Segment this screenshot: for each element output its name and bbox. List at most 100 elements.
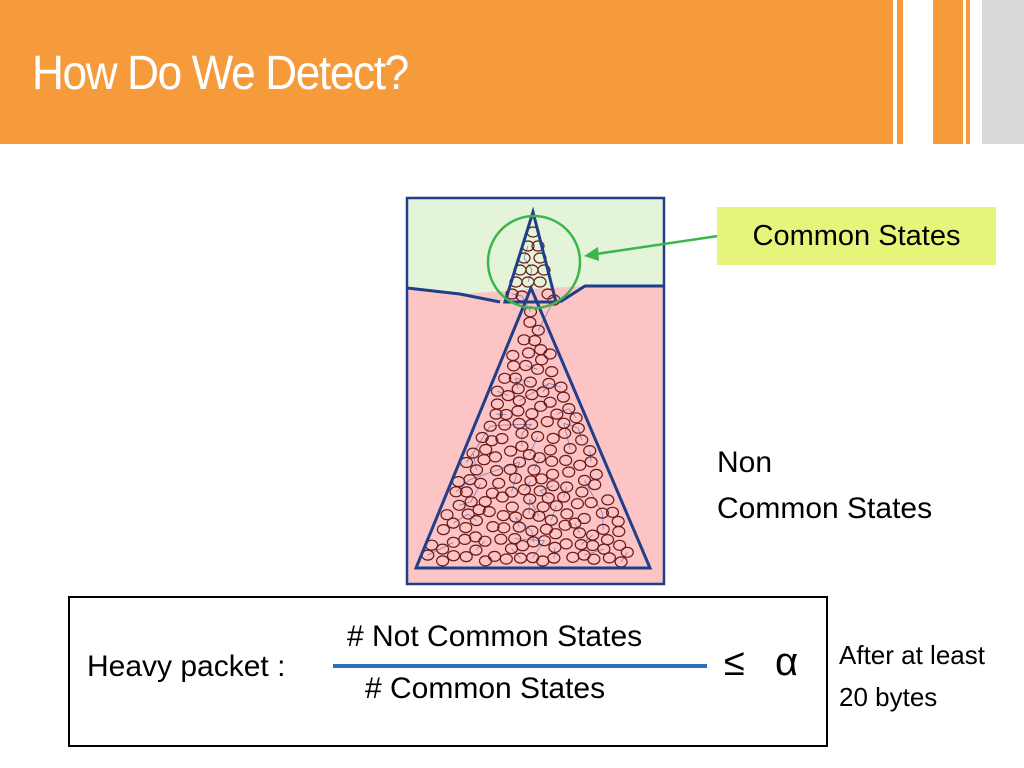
state-node <box>526 551 540 564</box>
decor-stripe <box>966 0 970 144</box>
tree-edge <box>556 408 569 415</box>
state-node <box>532 452 547 464</box>
tree-edge <box>533 457 540 471</box>
state-node <box>588 479 602 491</box>
state-node <box>515 440 529 452</box>
state-node <box>501 390 515 402</box>
heavy-packet-formula: Heavy packet : # Not Common States # Com… <box>68 596 828 747</box>
tree-edge <box>584 480 603 514</box>
tree-edge <box>521 424 532 434</box>
state-node <box>531 324 545 336</box>
tree-edge <box>511 293 523 297</box>
state-node <box>508 532 522 545</box>
state-node <box>584 456 598 468</box>
tree-edge <box>523 257 533 271</box>
state-node <box>446 517 460 529</box>
state-node <box>572 527 587 539</box>
state-node <box>558 427 572 439</box>
state-node <box>530 430 545 443</box>
state-node <box>557 491 571 503</box>
state-node <box>559 454 573 466</box>
state-node <box>540 416 554 428</box>
state-node <box>548 528 563 540</box>
state-node <box>620 546 634 558</box>
tree-edge <box>455 479 471 493</box>
common-states-highlight <box>486 214 582 310</box>
state-node <box>562 403 576 415</box>
state-node <box>485 435 499 447</box>
state-node <box>511 383 525 395</box>
state-node <box>533 276 547 288</box>
state-node <box>461 508 475 520</box>
state-node <box>575 486 589 498</box>
state-node <box>523 376 537 388</box>
decor-stripe-gray <box>982 0 1024 144</box>
state-node <box>436 543 450 555</box>
state-node <box>595 507 610 519</box>
state-node <box>533 485 547 497</box>
tree-edge <box>504 423 532 426</box>
state-node <box>508 472 523 484</box>
state-node <box>486 520 500 533</box>
state-node <box>515 540 530 552</box>
state-node <box>536 501 550 513</box>
state-node <box>459 486 473 498</box>
state-node <box>545 468 560 480</box>
state-node <box>496 509 510 522</box>
tree-edge <box>580 534 593 545</box>
state-node <box>508 372 523 384</box>
state-node <box>525 525 539 537</box>
state-node <box>534 473 549 485</box>
noncommon-line-2: Common States <box>717 492 933 525</box>
state-node <box>585 539 600 552</box>
state-node <box>506 360 521 372</box>
state-node <box>524 475 538 487</box>
state-node <box>464 496 478 508</box>
state-node <box>537 535 552 547</box>
state-node <box>543 444 558 456</box>
state-node <box>612 539 627 551</box>
noncommon-triangle <box>413 284 653 570</box>
state-node <box>466 447 480 459</box>
tree-edge <box>589 450 592 462</box>
state-node <box>505 486 519 498</box>
state-node <box>469 544 483 556</box>
slide-title: How Do We Detect? <box>32 47 409 100</box>
state-node <box>459 550 473 563</box>
state-node <box>573 459 587 471</box>
state-node <box>436 523 450 536</box>
state-node <box>474 477 488 489</box>
tree-edge <box>523 245 529 259</box>
state-node <box>584 497 598 509</box>
state-node <box>546 480 560 492</box>
state-node <box>577 512 591 525</box>
state-node <box>492 477 506 489</box>
state-node <box>611 515 625 528</box>
tree-edge <box>472 453 477 470</box>
state-node <box>601 494 615 506</box>
state-node <box>569 412 583 424</box>
tree-edge <box>529 436 538 455</box>
common-triangle <box>502 206 558 304</box>
state-node <box>602 552 617 564</box>
note-line-2: 20 bytes <box>839 682 938 712</box>
tree-edge <box>515 377 531 383</box>
state-node <box>527 464 541 476</box>
state-node <box>495 433 509 445</box>
state-node <box>499 553 513 565</box>
state-node <box>511 405 525 417</box>
state-node <box>483 420 497 432</box>
state-node <box>468 531 483 543</box>
state-node <box>560 481 574 493</box>
state-node <box>534 400 548 412</box>
state-node <box>600 533 615 546</box>
tree-edge <box>550 505 557 521</box>
state-node <box>559 538 573 550</box>
region-boundary <box>559 284 664 304</box>
tree-edge <box>540 485 554 492</box>
state-node <box>517 484 532 496</box>
note-line-1: After at least <box>839 640 985 670</box>
state-node <box>596 523 610 536</box>
state-node <box>571 422 585 434</box>
